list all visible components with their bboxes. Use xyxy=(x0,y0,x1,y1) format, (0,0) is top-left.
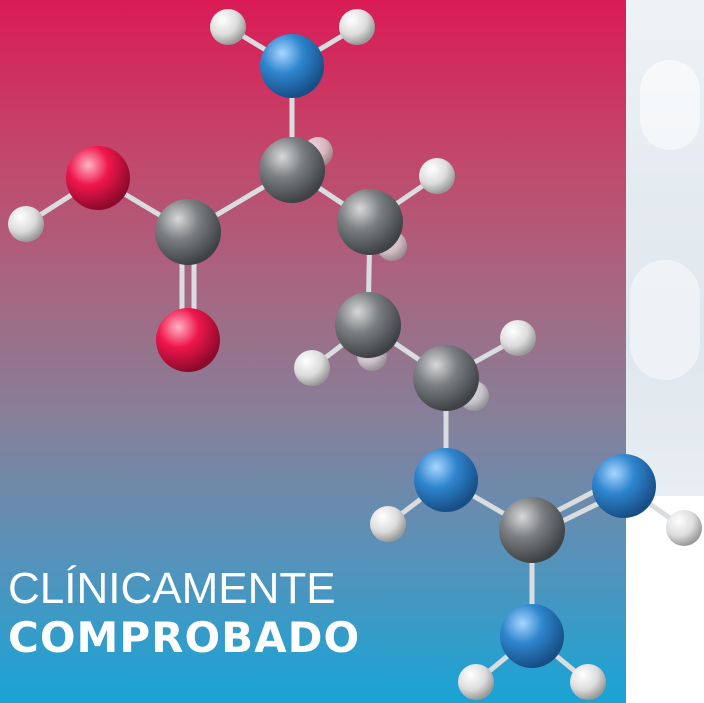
oxygen-atom-icon xyxy=(66,146,130,210)
nitrogen-atom-icon xyxy=(260,34,324,98)
hydrogen-atom-icon xyxy=(458,664,494,700)
carbon-atom-icon xyxy=(259,137,325,203)
carbon-atom-icon xyxy=(155,199,221,265)
headline: CLÍNICAMENTE COMPROBADO xyxy=(8,565,360,663)
carbon-atom-icon xyxy=(337,189,403,255)
carbon-atom-icon xyxy=(499,497,565,563)
cloud-shape xyxy=(630,260,700,380)
hydrogen-atom-icon xyxy=(570,664,606,700)
carbon-atom-icon xyxy=(335,292,401,358)
hydrogen-atom-icon xyxy=(294,350,330,386)
cloud-shape xyxy=(640,60,700,150)
headline-line2: COMPROBADO xyxy=(8,613,361,662)
carbon-atom-icon xyxy=(413,345,479,411)
nitrogen-atom-icon xyxy=(592,454,656,518)
hydrogen-atom-icon xyxy=(419,158,455,194)
headline-line1: CLÍNICAMENTE xyxy=(8,564,336,613)
hydrogen-atom-icon xyxy=(500,320,536,356)
nitrogen-atom-icon xyxy=(414,448,478,512)
nitrogen-atom-icon xyxy=(500,604,564,668)
hydrogen-atom-icon xyxy=(666,510,702,546)
hydrogen-atom-icon xyxy=(8,206,44,242)
hydrogen-atom-icon xyxy=(339,9,375,45)
hydrogen-atom-icon xyxy=(370,506,406,542)
hydrogen-atom-icon xyxy=(210,9,246,45)
oxygen-atom-icon xyxy=(156,308,220,372)
